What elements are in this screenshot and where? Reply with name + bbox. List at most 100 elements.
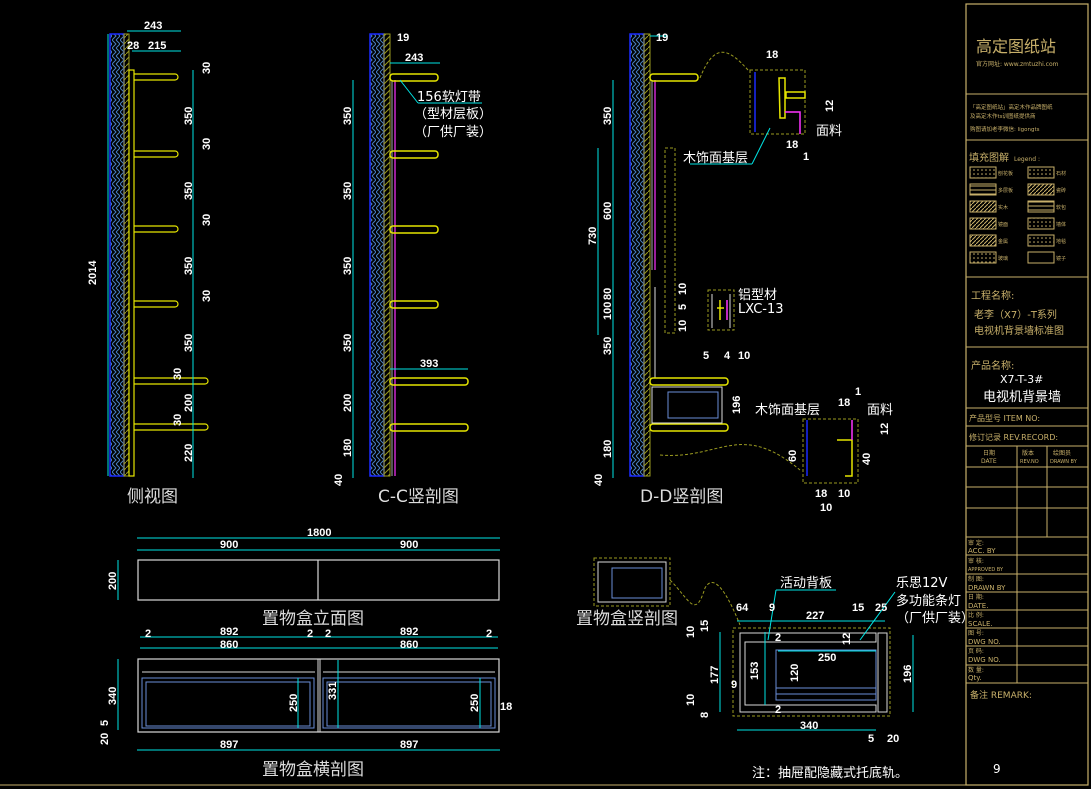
dim-12: 12 [879,423,891,435]
legend-item: 多层板 [998,187,1013,194]
dim-1: 1 [855,386,861,398]
legend-item: 墙体 [1056,221,1066,228]
dim-1: 1 [803,151,809,163]
label-profile-code: LXC-13 [738,302,784,317]
wall-section [629,33,645,477]
rev-col-rev: 版本 [1022,449,1034,457]
sign-page-en: DWG NO. [968,656,1001,664]
rev-col-date: 日期 [983,449,995,457]
dim-12: 12 [841,633,853,645]
drawer [649,377,729,432]
dim-220: 220 [183,444,195,462]
dim-227: 227 [806,610,824,622]
sign-scale-en: SCALE. [968,620,993,628]
dim-350: 350 [183,334,195,352]
label-factory-install: （厂供厂装） [896,611,974,626]
dim-18: 18 [815,488,827,500]
sign-drawn-cn: 制 图: [968,575,984,583]
dim-340: 340 [107,687,119,705]
led-shelf [649,73,699,82]
dim-250: 250 [469,694,481,712]
dim-350: 350 [602,107,614,125]
dim-4: 4 [724,350,731,362]
dim-15: 15 [852,602,864,614]
legend-item: 实木 [998,204,1008,211]
dim-350: 350 [183,107,195,125]
dim-64: 64 [736,602,749,614]
sign-acc-cn: 审 定: [968,539,984,547]
view-title-box-plan: 置物盒横剖图 [262,760,364,780]
dim-28: 28 [127,40,139,52]
dim-19: 19 [397,32,409,44]
rev-col-drawn-en: DRAWN BY [1050,459,1078,465]
dim-177: 177 [709,666,721,684]
dim-10: 10 [677,283,689,295]
base-layer [383,33,391,477]
dim-2014: 2014 [87,260,99,285]
panel [128,69,135,477]
legend-item: 瓷砖 [1056,187,1066,194]
dim-60: 60 [787,450,799,462]
sign-scale-cn: 比 例: [968,611,984,619]
title-block [0,3,1089,786]
wall-section [109,33,125,477]
brand-website: 官方网址: www.zmtuzhi.com [976,60,1059,68]
legend-item: 刨花板 [998,170,1013,177]
dim-243: 243 [405,52,423,64]
dim-393: 393 [420,358,438,370]
detail-bottom: 木饰面基层 面料 18 1 12 60 40 18 10 10 [755,386,893,514]
dim-25: 25 [875,602,887,614]
dim-80: 80 [602,288,614,300]
dim-331: 331 [327,682,339,700]
label-fabric: 面料 [867,403,893,418]
dim-153: 153 [749,662,761,680]
dim-897: 897 [400,739,418,751]
product-label: 产品名称: [971,359,1014,372]
label-multifunction-light: 多功能条灯 [896,593,961,609]
dim-350: 350 [342,107,354,125]
sign-dwg-en: DWG NO. [968,638,1001,646]
dim-860: 860 [400,639,418,651]
item-no-label: 产品型号 ITEM NO: [969,413,1040,423]
legend-item: 玻璃 [998,255,1008,262]
detail-aluminum: 铝型材 LXC-13 10 5 10 5 4 10 [677,283,784,362]
dim-12: 12 [824,100,836,112]
dim-350: 350 [342,257,354,275]
box-section: 置物盒竖剖图 活动背板 乐思12V 多功能条灯 （厂供厂装） 64 9 227 … [576,557,974,745]
label-wood-base: 木饰面基层 [683,151,748,166]
rev-col-rev-en: REV.NO [1020,459,1039,465]
dim-18: 10 [838,488,850,500]
dim-350: 350 [342,182,354,200]
dim-180: 180 [342,439,354,457]
dim-2: 2 [145,628,151,640]
product-code: X7-T-3# [1000,373,1043,386]
dim-215: 215 [148,40,166,52]
dim-10: 10 [677,320,689,332]
dim-730: 730 [587,227,599,245]
legend-item: 软包 [1056,204,1066,211]
view-title-cc: C-C竖剖图 [378,487,459,507]
legend-item: 镜子 [1056,255,1066,262]
callout-factory-install: （厂供厂装） [414,125,492,140]
dim-250: 250 [818,652,836,664]
dim-8: 8 [699,712,711,718]
dim-2: 2 [775,704,781,716]
sign-page-cn: 页 码: [968,647,984,655]
dim-30: 30 [172,414,184,426]
dim-180: 180 [602,440,614,458]
brand-desc-2: 及高定木作ts训图纸提供商 [970,112,1036,120]
view-title-side: 侧视图 [127,487,178,507]
legend-swatches [969,166,1055,264]
dim-10: 10 [738,350,750,362]
dim-1800: 1800 [307,527,331,539]
dim-5: 5 [677,304,689,310]
dim-196: 196 [731,396,743,414]
project-label: 工程名称: [971,289,1014,302]
dim-250: 250 [288,694,300,712]
dim-340: 340 [800,720,818,732]
dim-120: 120 [789,664,801,682]
remark-label: 备注 REMARK: [970,689,1032,701]
label-fabric: 面料 [816,124,842,139]
dim-40: 40 [333,474,345,486]
